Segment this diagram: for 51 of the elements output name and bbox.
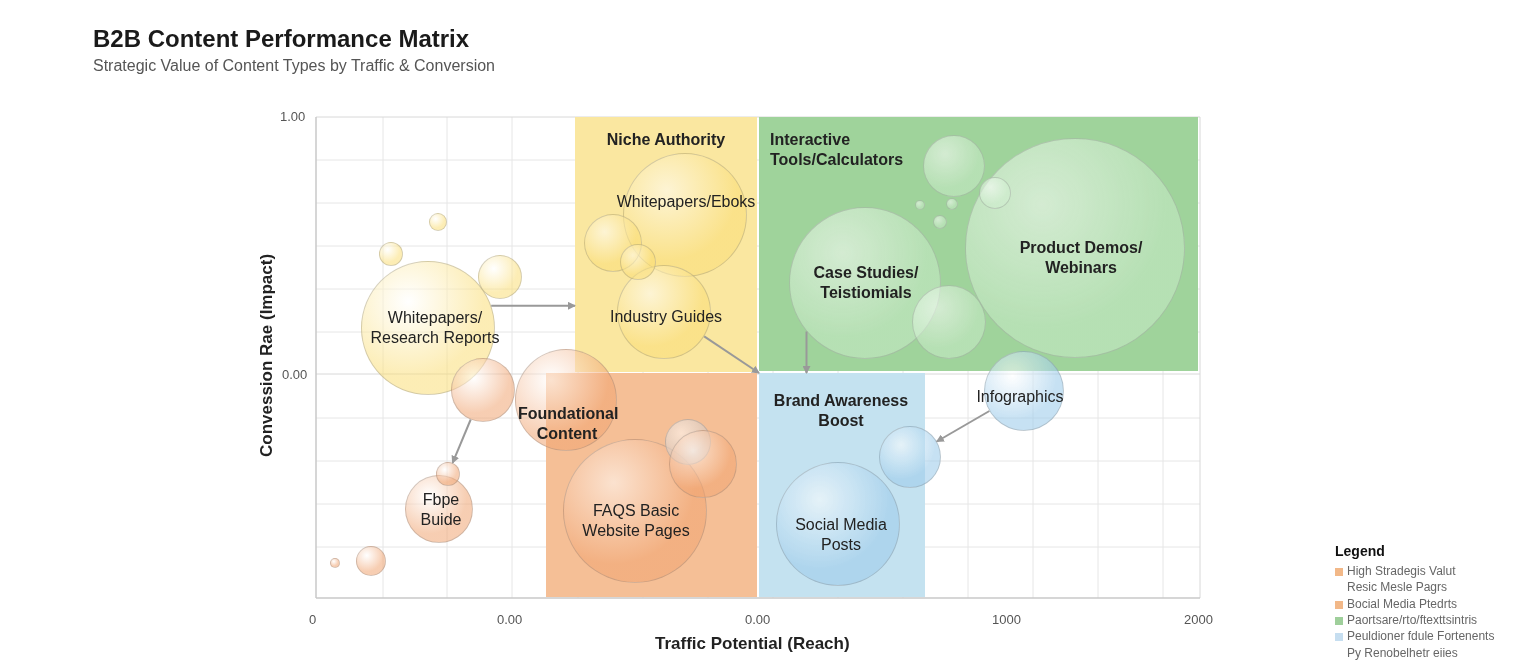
bubble: [620, 244, 656, 280]
legend-label: Resic Mesle Pagrs: [1347, 580, 1448, 595]
bubble: [879, 426, 941, 488]
subtitle: Strategic Value of Content Types by Traffic & Conversion: [93, 57, 495, 75]
bubble-label: Whitepapers/Eboks: [615, 192, 757, 212]
arrow: [802, 330, 811, 374]
axis-title: Traffic Potential (Reach): [655, 634, 850, 654]
axis-tick: 1.00: [280, 109, 306, 124]
bubble: [356, 546, 386, 576]
bubble: [933, 215, 947, 229]
axis-tick: 0.00: [745, 612, 771, 627]
quadrant-band: [759, 117, 1198, 371]
bubble: [946, 198, 958, 210]
legend-label: Py Renobelhetr eiies: [1347, 645, 1458, 660]
bubble-label: Social Media Posts: [794, 515, 888, 555]
bubble-label: Whitepapers/ Research Reports: [369, 308, 501, 348]
bubble: [451, 358, 515, 422]
bubble: [979, 177, 1011, 209]
axis-tick: 0: [309, 612, 317, 627]
bubble-label: Foundational Content: [518, 404, 616, 444]
arrow: [935, 410, 991, 443]
arrow: [703, 335, 760, 374]
bubble-label: Industry Guides: [608, 307, 724, 327]
legend-label: High Stradegis Valut: [1347, 564, 1456, 578]
bubble: [436, 462, 460, 486]
legend-label: Paortsare/rto/ftexttsintris: [1347, 612, 1478, 627]
bubble: [429, 213, 447, 231]
bubble: [330, 558, 340, 568]
arrow: [490, 301, 576, 310]
axis-tick: 2000: [1184, 612, 1213, 627]
bubble-label: Case Studies/ Teistiomials: [812, 263, 920, 303]
arrow: [451, 418, 472, 464]
bubble-label: Fbpe Buide: [419, 490, 463, 530]
bubble-label: FAQS Basic Website Pages: [581, 501, 691, 541]
axis-tick: 1000: [992, 612, 1021, 627]
bubble: [915, 200, 925, 210]
quadrant-band: [575, 117, 757, 372]
legend-title: Legend: [1335, 543, 1385, 559]
bubble: [478, 255, 522, 299]
bubble-label: Infographics: [975, 387, 1065, 407]
legend-label: Peuldioner fdule Fortenents: [1347, 629, 1495, 644]
chart-title: B2B Content Performance Matrix: [93, 25, 470, 53]
quadrant-heading: Brand Awareness Boost: [772, 391, 910, 431]
legend-label: Bocial Media Ptedrts: [1347, 596, 1458, 611]
bubble-label: Product Demos/ Webinars: [1018, 238, 1144, 278]
quadrant-band: [759, 373, 925, 597]
bubble: [379, 242, 403, 266]
quadrant-heading: Niche Authority: [605, 130, 727, 150]
axis-tick: 0.00: [497, 612, 523, 627]
quadrant-heading: Interactive Tools/Calculators: [770, 130, 905, 170]
axis-tick: 0.00: [282, 367, 308, 382]
